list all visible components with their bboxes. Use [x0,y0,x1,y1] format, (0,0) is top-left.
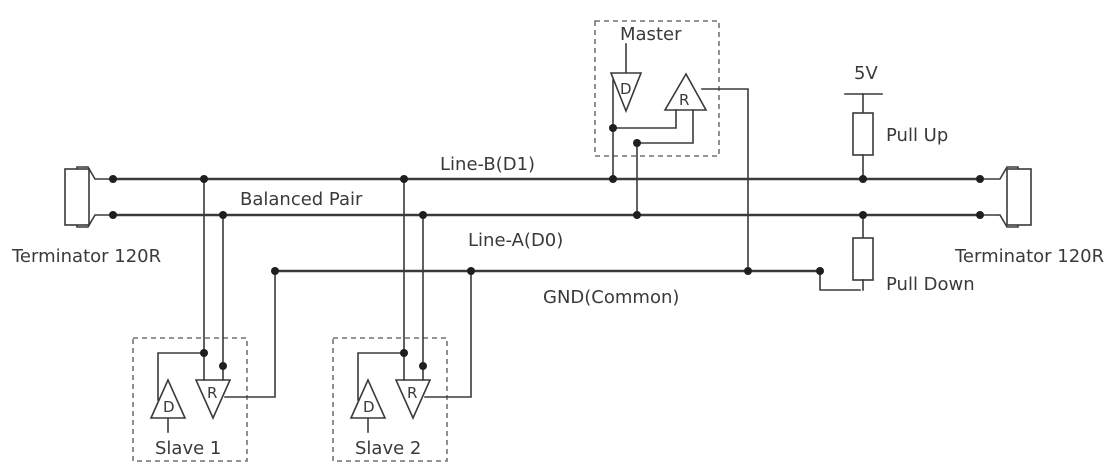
junction-dot [400,349,408,357]
junction-dot [200,175,208,183]
slave2-receiver [394,379,432,420]
slave1-box [132,337,248,462]
junction-dot [419,211,427,219]
junction-dot [976,211,984,219]
junction-dot [219,211,227,219]
pull-down-label: Pull Down [886,274,975,295]
junction-dot [976,175,984,183]
junction-dot [609,175,617,183]
master-label: Master [620,24,682,45]
master-driver [609,43,643,114]
slave1-wiring [203,178,276,398]
pull-down-resistor [852,214,874,291]
junction-dot [109,211,117,219]
slave1-receiver [194,379,232,420]
line-b-label: Line-B(D1) [440,154,535,175]
pull-up-resistor [844,93,883,180]
junction-dot [271,267,279,275]
supply-label: 5V [854,63,878,84]
master-wiring [612,79,749,272]
junction-dot [467,267,475,275]
left-terminator [64,166,114,228]
slave1-driver-symbol: D [163,398,175,416]
right-terminator [979,166,1032,228]
slave2-box [332,337,448,462]
slave1-receiver-symbol: R [207,384,217,402]
slave1-label: Slave 1 [155,438,221,459]
junction-dot [219,362,227,370]
junction-dot [633,139,641,147]
junction-dot [859,211,867,219]
junction-dot [859,175,867,183]
junction-dot [633,211,641,219]
junction-dots [109,124,984,370]
gnd-label: GND(Common) [543,287,679,308]
junction-dot [109,175,117,183]
terminator-left-label: Terminator 120R [11,246,161,267]
junction-dot [419,362,427,370]
line-a-label: Line-A(D0) [468,230,563,251]
junction-dot [400,175,408,183]
balanced-pair-label: Balanced Pair [240,189,363,210]
slave2-driver-symbol: D [363,398,375,416]
master-driver-symbol: D [620,80,632,98]
junction-dot [816,267,824,275]
terminator-right-label: Terminator 120R [954,246,1104,267]
slave1-driver [149,352,205,433]
slave2-wiring [403,178,472,398]
junction-dot [200,349,208,357]
junction-dot [744,267,752,275]
gnd-pulldown-link [819,270,861,291]
junction-dot [609,124,617,132]
slave2-driver [349,352,405,433]
slave2-receiver-symbol: R [407,384,417,402]
pull-up-label: Pull Up [886,125,948,146]
master-receiver [663,72,708,111]
slave2-label: Slave 2 [355,438,421,459]
master-receiver-symbol: R [679,91,689,109]
